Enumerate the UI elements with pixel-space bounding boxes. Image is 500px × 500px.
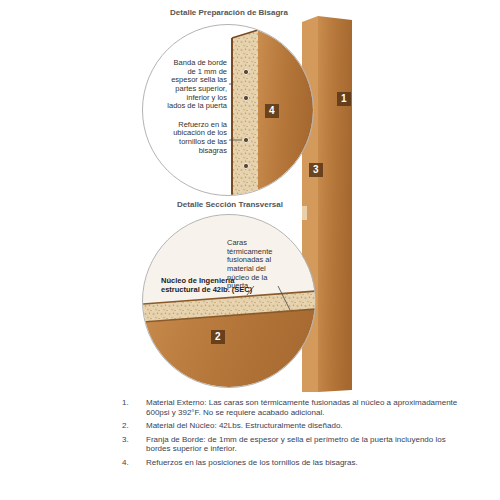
callout-number: 3 (309, 163, 323, 177)
callout-text: Núcleo de Ingeniería estructural de 42lb… (161, 277, 261, 294)
list-number: 4. (122, 458, 129, 468)
detail-circle: Detalle Preparación de BisagraBanda de b… (142, 24, 314, 196)
list-number: 2. (122, 421, 129, 431)
callout-text: Banda de borde de 1 mm de espesor sella … (167, 59, 227, 111)
section-detail-art (130, 210, 330, 400)
list-text: Franja de Borde: de 1mm de espesor y sel… (146, 435, 468, 454)
list-number: 1. (122, 398, 129, 408)
list-number: 3. (122, 435, 129, 445)
door-face (318, 16, 352, 392)
callout-number: 4 (265, 104, 279, 118)
list-text: Material Externo: Las caras son térmicam… (146, 398, 468, 417)
list-text: Refuerzos en las posiciones de los torni… (146, 458, 468, 468)
detail-circle: Detalle Sección TransversalCaras térmica… (142, 214, 316, 388)
hinge-detail-art (140, 20, 320, 200)
callout-text: Refuerzo en la ubicación de los tornillo… (167, 121, 227, 156)
list-text: Material del Núcleo: 42Lbs. Estructuralm… (146, 421, 468, 431)
detail-title: Detalle Sección Transversal (139, 200, 321, 209)
callout-text: Caras térmicamente fusionadas al materia… (227, 239, 283, 291)
hinge-notch (302, 206, 307, 220)
detail-title: Detalle Preparación de Bisagra (139, 8, 319, 17)
callout-number: 1 (337, 92, 351, 106)
callout-number: 2 (211, 330, 225, 344)
